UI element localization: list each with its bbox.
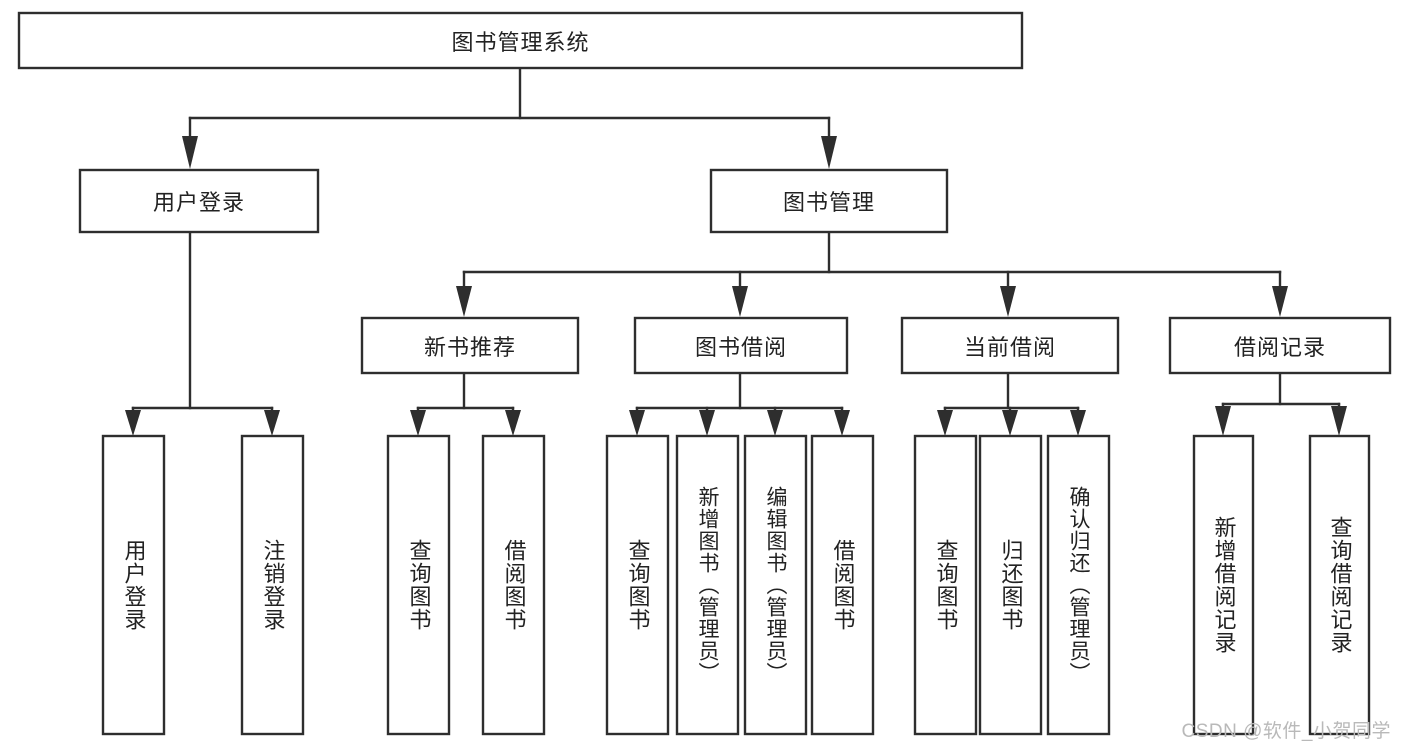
node-box-leaf-query-book-1[interactable] (386, 434, 451, 736)
node-label-leaf-borrow-book-2: 借阅图书 (830, 539, 856, 631)
node-box-book-borrow[interactable] (633, 316, 849, 375)
node-box-leaf-user-login[interactable] (101, 434, 166, 736)
node-box-leaf-confirm-return[interactable] (1046, 434, 1111, 736)
node-box-book-management[interactable] (709, 168, 949, 234)
arrowhead-book-management (821, 136, 837, 169)
arrowhead-leaf-query-book-3 (937, 410, 953, 436)
arrowhead-leaf-edit-book (767, 410, 783, 436)
node-label-leaf-query-book-1: 查询图书 (406, 539, 432, 631)
node-box-leaf-return-book[interactable] (978, 434, 1043, 736)
arrowhead-leaf-add-book (699, 410, 715, 436)
arrowhead-current-borrow (1000, 286, 1016, 317)
node-box-leaf-edit-book[interactable] (743, 434, 808, 736)
node-box-root[interactable] (17, 11, 1024, 70)
node-box-leaf-add-record[interactable] (1192, 434, 1255, 736)
node-label-leaf-query-book-3: 查询图书 (933, 539, 959, 631)
node-box-new-book-recommend[interactable] (360, 316, 580, 375)
node-label-leaf-edit-book: 编辑图书（管理员） (764, 486, 787, 684)
node-label-leaf-logout-login: 注销登录 (260, 539, 286, 631)
node-label-book-borrow: 图书借阅 (694, 334, 787, 360)
arrowhead-leaf-query-book-1 (410, 410, 426, 436)
node-label-leaf-add-record: 新增借阅记录 (1211, 516, 1237, 654)
arrowhead-leaf-user-login (125, 410, 141, 436)
arrowhead-user-login (182, 136, 198, 169)
node-box-leaf-logout-login[interactable] (240, 434, 305, 736)
arrowhead-leaf-query-book-2 (629, 410, 645, 436)
node-box-leaf-query-book-2[interactable] (605, 434, 670, 736)
arrowhead-leaf-borrow-book-2 (834, 410, 850, 436)
node-label-borrow-record: 借阅记录 (1233, 334, 1326, 360)
arrowhead-leaf-query-record (1331, 406, 1347, 436)
node-label-current-borrow: 当前借阅 (963, 334, 1056, 360)
node-box-leaf-query-book-3[interactable] (913, 434, 978, 736)
node-box-leaf-borrow-book-1[interactable] (481, 434, 546, 736)
node-label-leaf-query-record: 查询借阅记录 (1327, 516, 1353, 654)
node-label-new-book-recommend: 新书推荐 (423, 334, 516, 360)
node-label-leaf-borrow-book-1: 借阅图书 (501, 539, 527, 631)
arrowhead-leaf-logout-login (264, 410, 280, 436)
node-label-user-login: 用户登录 (152, 190, 245, 215)
arrowhead-leaf-return-book (1002, 410, 1018, 436)
arrowhead-leaf-borrow-book-1 (505, 410, 521, 436)
node-box-leaf-borrow-book-2[interactable] (810, 434, 875, 736)
node-label-leaf-add-book: 新增图书（管理员） (696, 486, 719, 684)
arrowhead-book-borrow (732, 286, 748, 317)
arrowhead-leaf-add-record (1215, 406, 1231, 436)
arrowhead-leaf-confirm-return (1070, 410, 1086, 436)
arrowhead-borrow-record (1272, 286, 1288, 317)
node-label-book-management: 图书管理 (782, 190, 875, 215)
node-label-leaf-confirm-return: 确认归还（管理员） (1067, 486, 1090, 684)
node-label-leaf-return-book: 归还图书 (998, 539, 1024, 631)
node-label-leaf-query-book-2: 查询图书 (625, 539, 651, 631)
node-box-borrow-record[interactable] (1168, 316, 1392, 375)
arrowhead-new-book-recommend (456, 286, 472, 317)
node-label-leaf-user-login: 用户登录 (121, 539, 147, 631)
node-box-user-login[interactable] (78, 168, 320, 234)
node-label-root: 图书管理系统 (451, 29, 590, 55)
node-box-leaf-query-record[interactable] (1308, 434, 1371, 736)
node-box-leaf-add-book[interactable] (675, 434, 740, 736)
node-rect-layer (17, 11, 1392, 736)
node-box-current-borrow[interactable] (900, 316, 1120, 375)
connector-layer (125, 66, 1347, 436)
